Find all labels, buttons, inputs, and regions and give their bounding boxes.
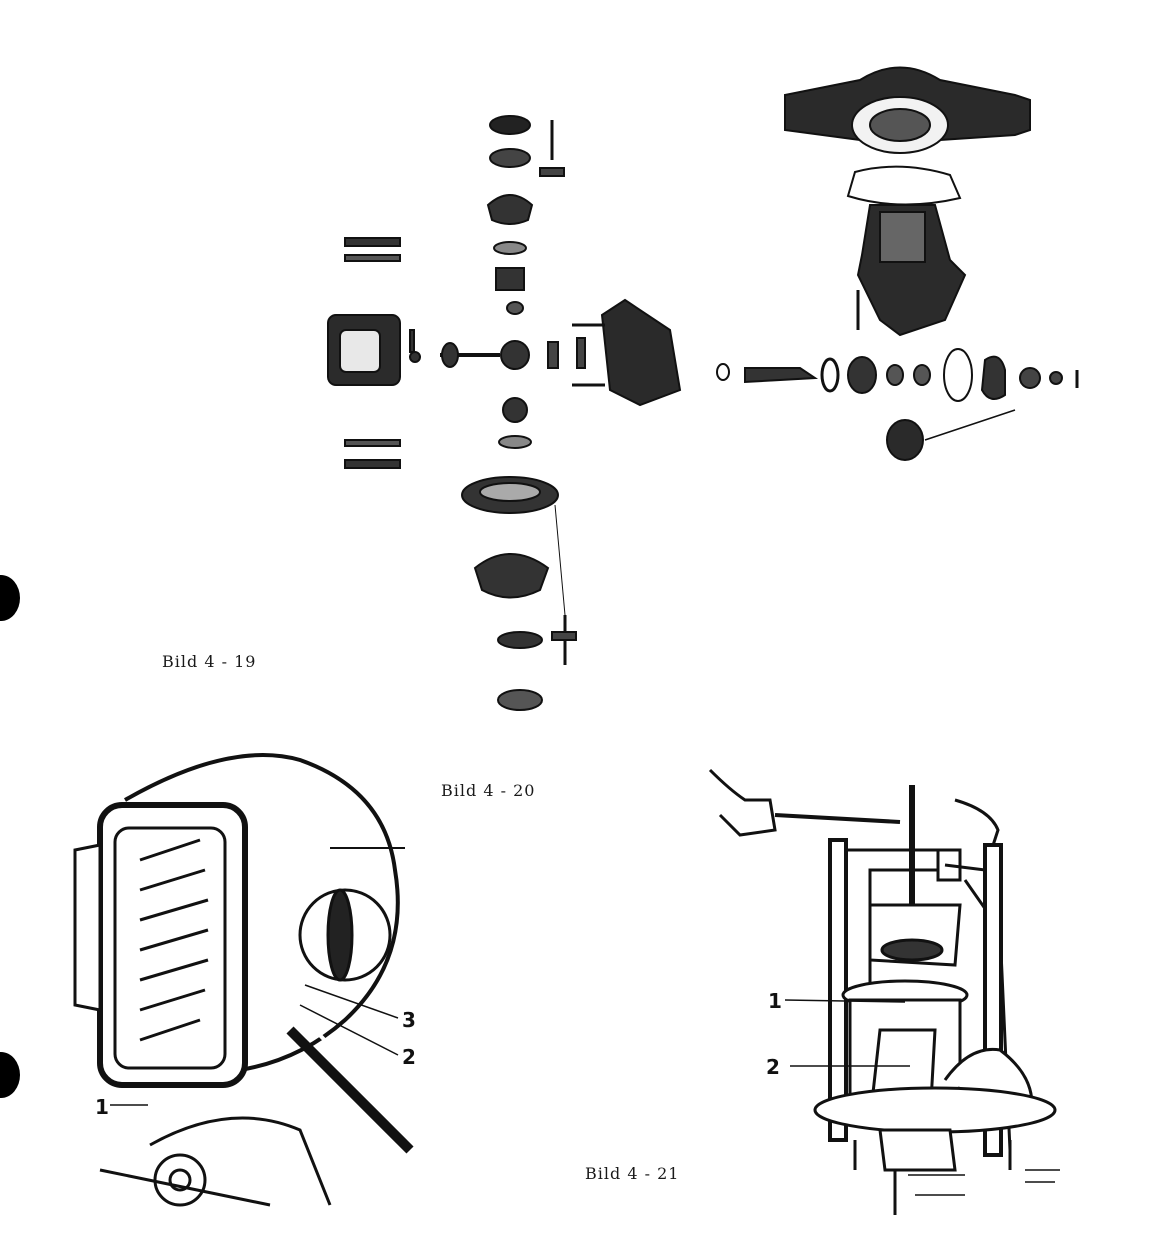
- spider-gears-drawing: [440, 337, 586, 449]
- fig21-callout-2: 2: [766, 1055, 780, 1079]
- axle-housing-drawing: [784, 66, 1031, 154]
- punch-hole-lower: [0, 1052, 20, 1098]
- fig21-callout-1: 1: [768, 989, 782, 1013]
- yoke-drawing: [327, 237, 421, 469]
- pinion-row-drawing: [716, 348, 1079, 461]
- bearing-stack-top: [486, 115, 565, 315]
- figure-4-21-drawing: [708, 768, 1060, 1215]
- fig20-callout-3: 3: [402, 1008, 416, 1032]
- figure-4-20-drawing: [73, 753, 422, 1207]
- caption-figure-4-20: Bild 4 - 20: [441, 781, 536, 800]
- caption-figure-4-21: Bild 4 - 21: [585, 1164, 680, 1183]
- carrier-assembly-drawing: [856, 204, 967, 337]
- punch-hole-upper: [0, 575, 20, 621]
- fig20-callout-2: 2: [402, 1045, 416, 1069]
- fig20-callout-1: 1: [95, 1095, 109, 1119]
- ring-gear-case-drawing: [461, 476, 577, 711]
- half-housing-drawing: [572, 298, 682, 407]
- gasket-drawing: [846, 165, 962, 206]
- caption-figure-4-19: Bild 4 - 19: [162, 652, 257, 671]
